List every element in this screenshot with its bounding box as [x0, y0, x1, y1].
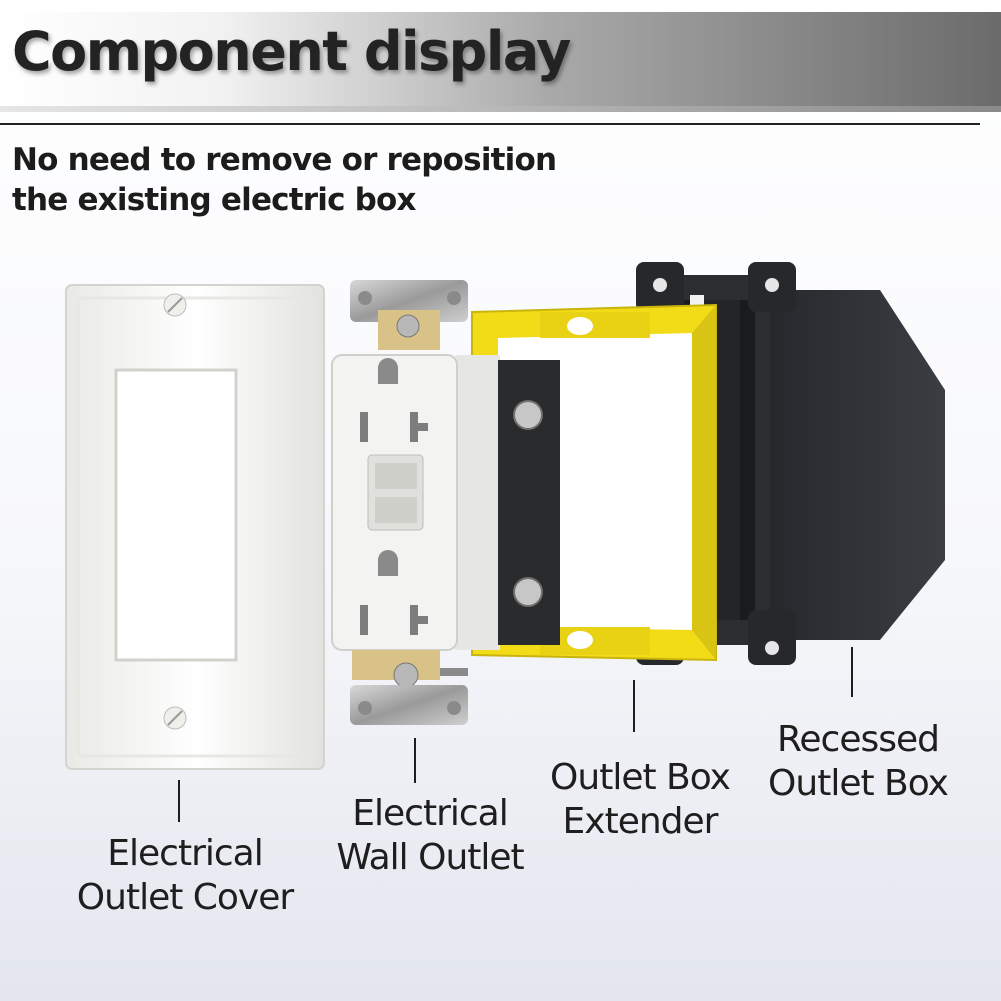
electrical-wall-outlet	[331, 280, 560, 725]
label-recessed-line-2: Outlet Box	[768, 763, 949, 804]
label-cover-line-1: Electrical	[107, 833, 263, 874]
subtitle: No need to remove or reposition the exis…	[12, 140, 612, 220]
label-outlet-line-2: Wall Outlet	[336, 837, 524, 878]
electrical-outlet-cover	[65, 284, 325, 770]
label-electrical-outlet-cover: Electrical Outlet Cover	[60, 832, 310, 920]
label-extender-line-1: Outlet Box	[550, 757, 731, 798]
label-electrical-wall-outlet: Electrical Wall Outlet	[310, 792, 550, 880]
label-outlet-box-extender: Outlet Box Extender	[530, 756, 750, 844]
label-extender-line-2: Extender	[562, 801, 719, 842]
leader-line-recessed	[851, 647, 853, 697]
label-outlet-line-1: Electrical	[352, 793, 508, 834]
page-title: Component display	[12, 20, 571, 83]
header-divider	[0, 123, 980, 125]
label-cover-line-2: Outlet Cover	[76, 877, 294, 918]
subtitle-line-2: the existing electric box	[12, 182, 417, 218]
leader-line-extender	[633, 680, 635, 732]
leader-line-cover	[178, 780, 180, 822]
title-banner	[0, 12, 1001, 112]
label-recessed-line-1: Recessed	[777, 719, 940, 760]
label-recessed-outlet-box: Recessed Outlet Box	[748, 718, 968, 806]
leader-line-outlet	[414, 738, 416, 783]
subtitle-line-1: No need to remove or reposition	[12, 142, 557, 178]
